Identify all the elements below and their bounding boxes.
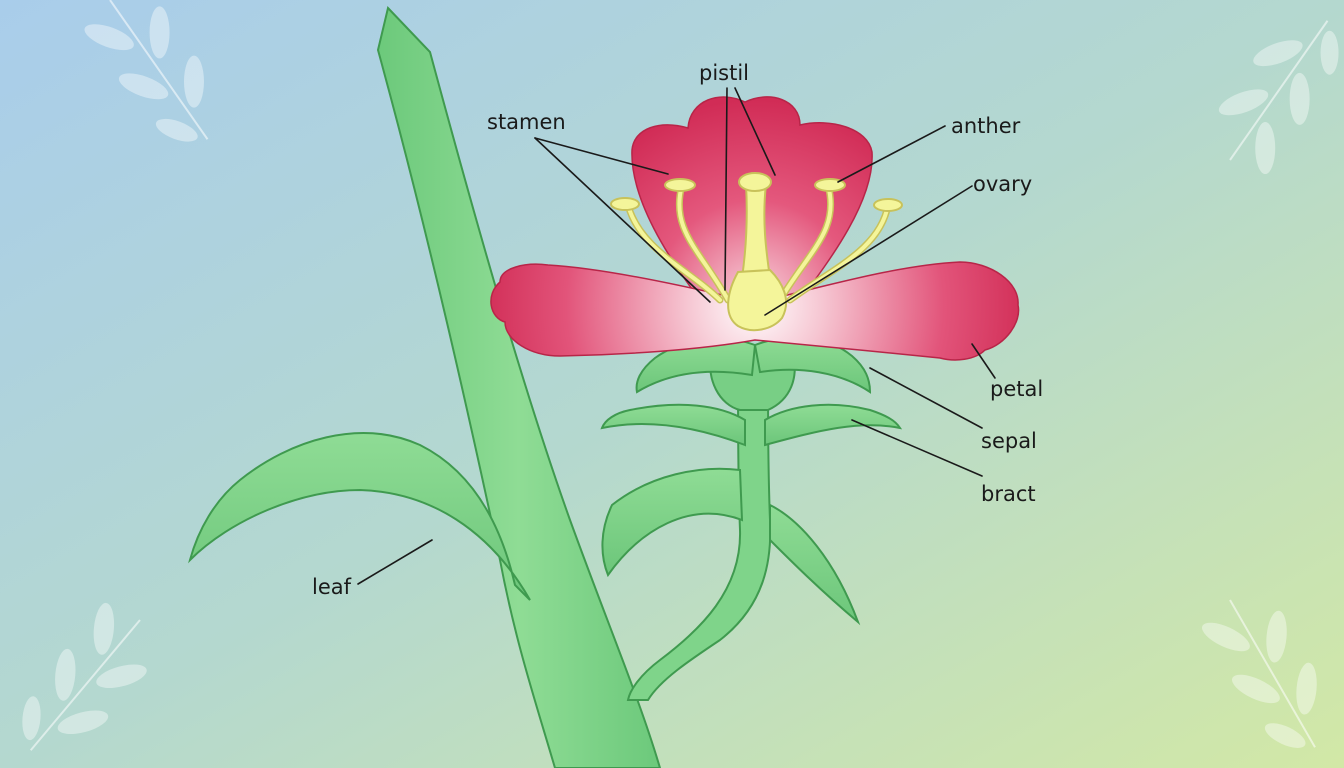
stalk-leaf-right — [769, 503, 861, 626]
leader-stamen-2 — [534, 137, 711, 303]
label-sepal: sepal — [981, 429, 1037, 453]
label-stamen: stamen — [487, 110, 566, 134]
leader-sepal — [869, 367, 983, 429]
label-ovary: ovary — [973, 172, 1032, 196]
label-leaf: leaf — [312, 575, 352, 599]
leader-pistil-2 — [734, 87, 776, 176]
leader-ovary — [764, 185, 973, 316]
leader-anther — [837, 125, 946, 183]
leader-leaf — [357, 539, 433, 585]
bract-left — [600, 403, 746, 447]
stalk-leaf-left — [601, 467, 744, 578]
pistil-style — [740, 183, 772, 279]
leader-petal — [971, 343, 996, 379]
flower-stalk — [626, 349, 772, 701]
leader-pistil-1 — [724, 87, 728, 291]
leader-lines — [357, 87, 996, 585]
label-anther: anther — [951, 114, 1021, 138]
label-petal: petal — [990, 377, 1043, 401]
ovary-shape — [727, 268, 788, 332]
leader-stamen-1 — [534, 137, 669, 175]
leader-bract — [851, 419, 983, 477]
label-pistil: pistil — [699, 61, 749, 85]
stigma — [738, 172, 772, 192]
leaf-shape — [188, 432, 531, 601]
label-bract: bract — [981, 482, 1036, 506]
bract-right — [764, 403, 903, 447]
